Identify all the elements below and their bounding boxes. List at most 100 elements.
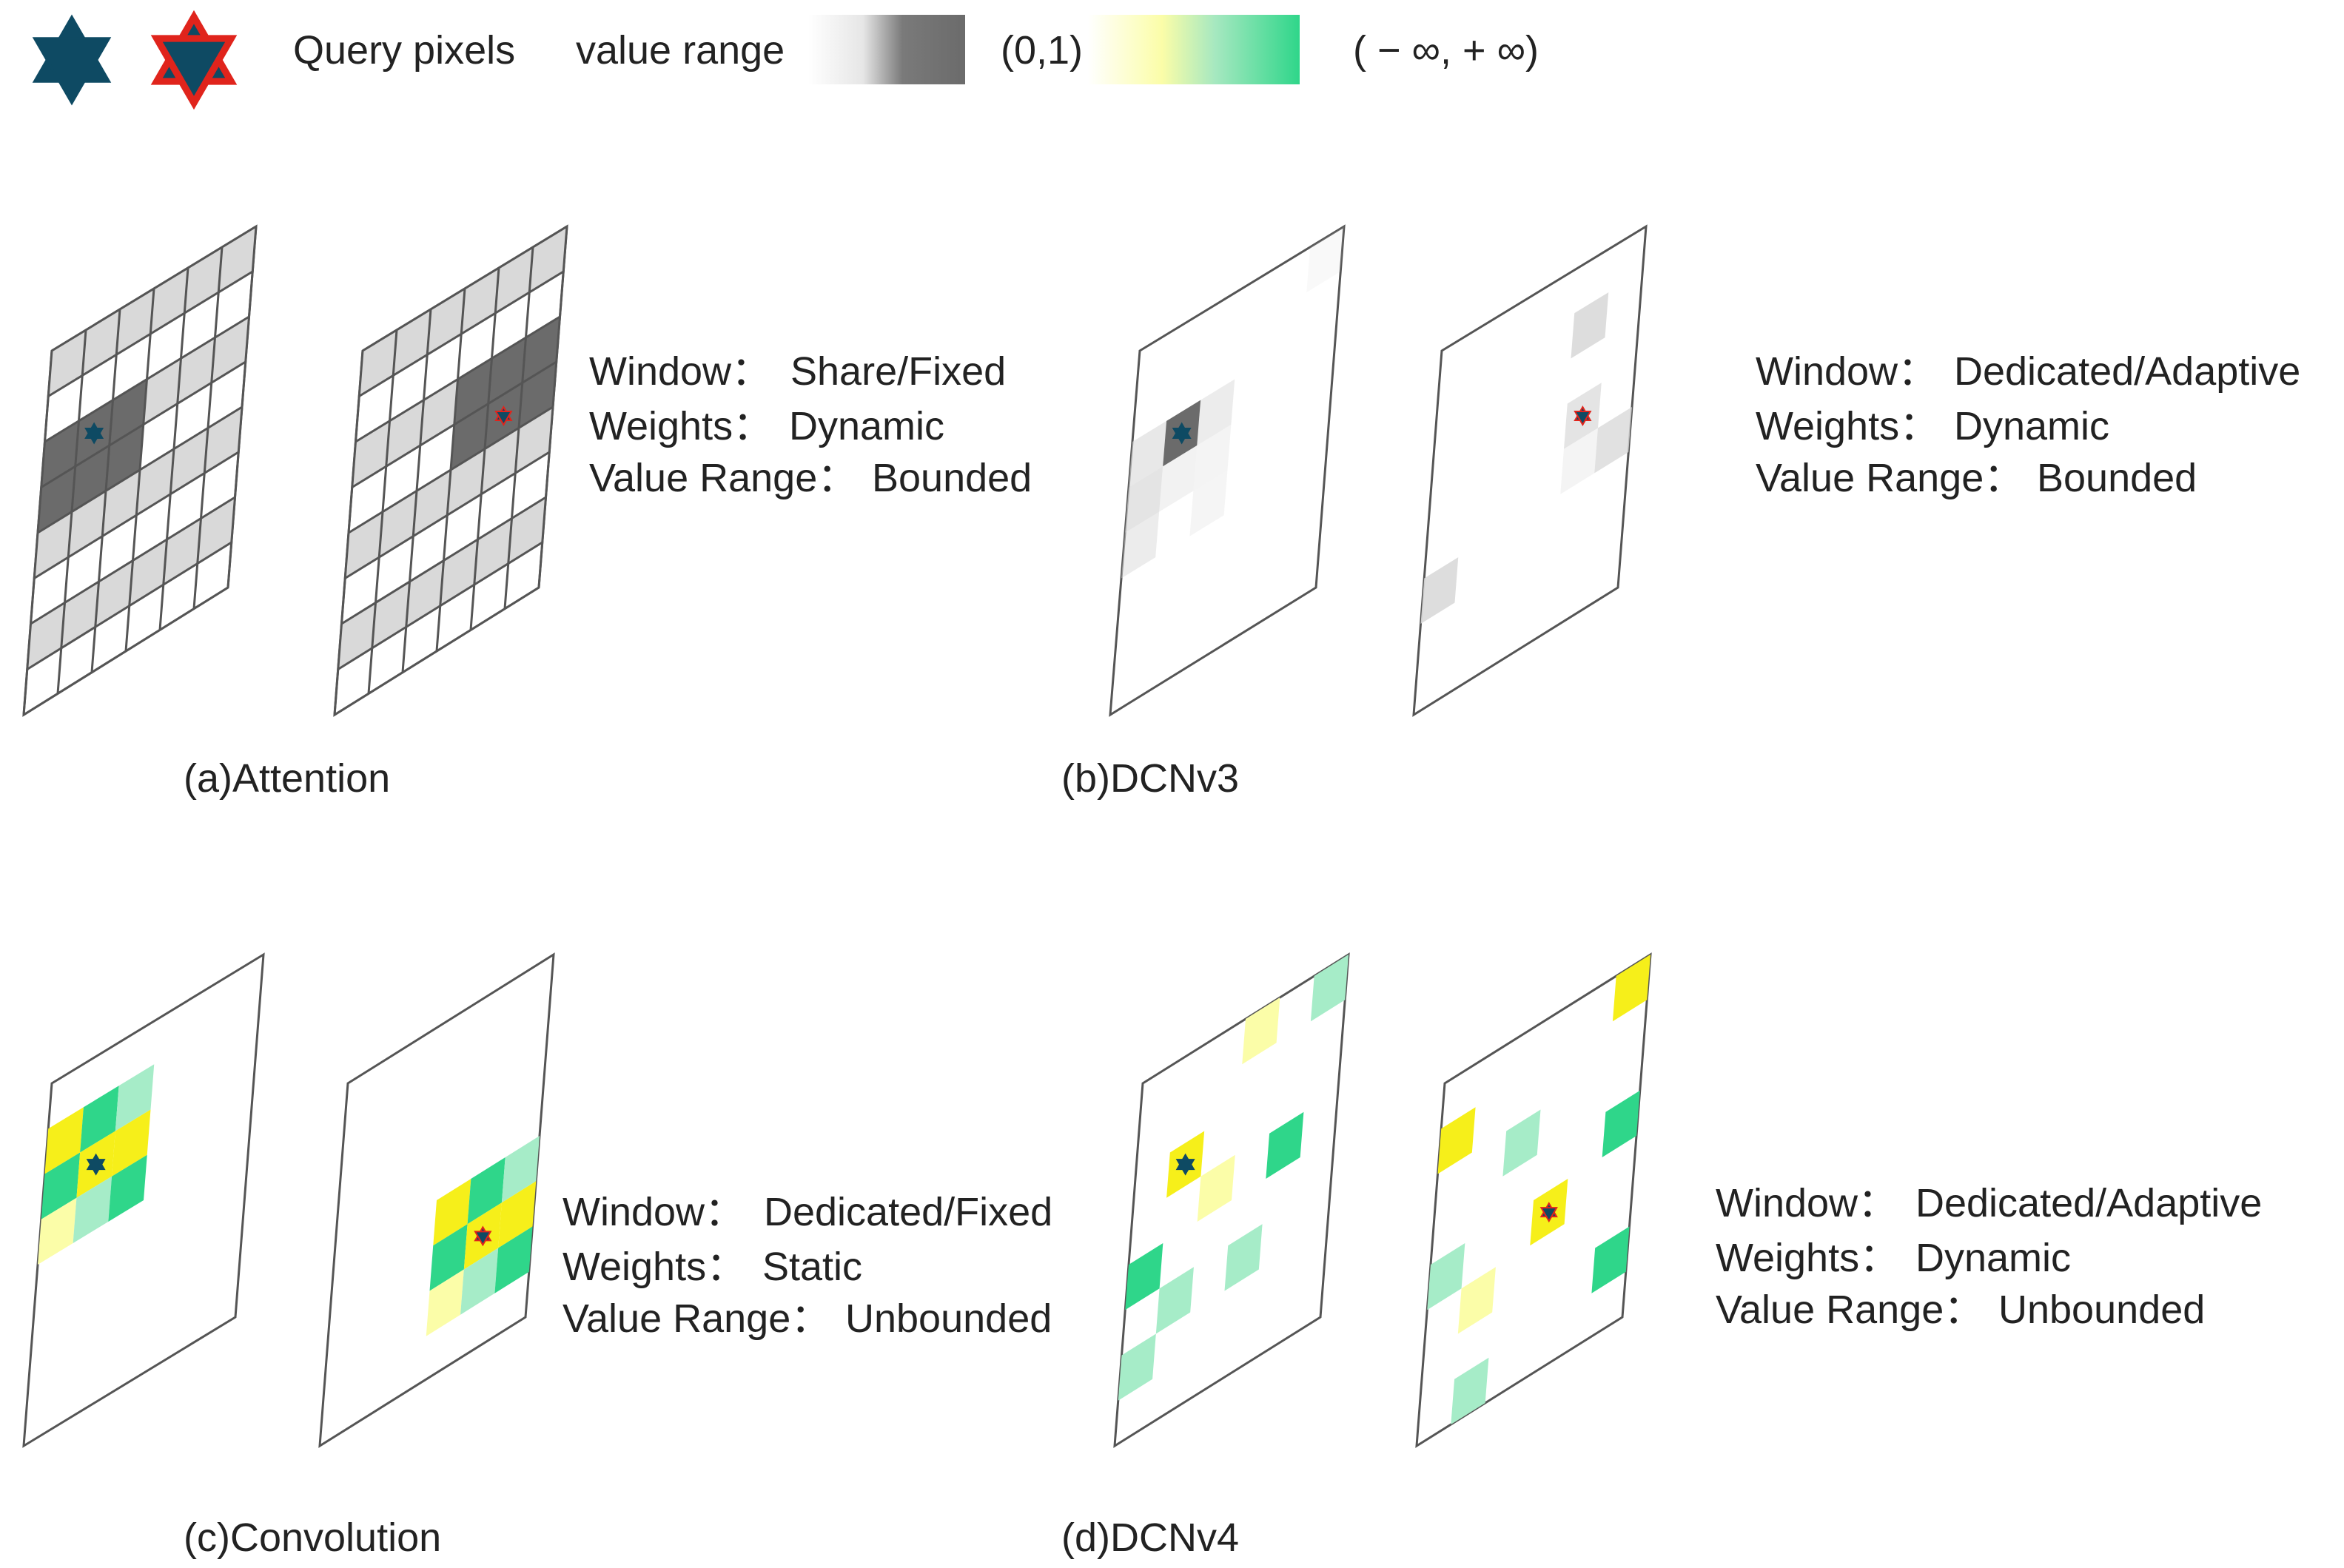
attention-map-2-cell-26 bbox=[522, 317, 560, 383]
convolution-query-2-triangle-down bbox=[474, 1231, 492, 1247]
attention-map-2-cell-13 bbox=[379, 491, 417, 558]
dcnv3-window-key: Window： bbox=[1756, 349, 1938, 394]
attention-map-1-cell-4 bbox=[184, 247, 222, 314]
dcnv4-query-1-triangle-down bbox=[1175, 1159, 1195, 1176]
convolution-map-1-cell-5 bbox=[112, 1109, 151, 1177]
dcnv4-map-1-cell-8 bbox=[1118, 1333, 1156, 1401]
bounded-gradient-swatch bbox=[808, 15, 965, 84]
attention-map-2-hline-8 bbox=[334, 586, 540, 716]
attention-map-2-cell-29 bbox=[519, 362, 557, 428]
attention-map-2-cell-4 bbox=[495, 247, 533, 314]
dcnv4-map-2-cell-4 bbox=[1427, 1243, 1465, 1310]
legend: Query pixels value range (0,1) ( − ∞, + … bbox=[32, 10, 1539, 110]
attention-map-1 bbox=[22, 224, 258, 717]
legend-range-inf: ( − ∞, + ∞) bbox=[1353, 28, 1539, 73]
dcnv4-map-1-cell-1 bbox=[1310, 955, 1349, 1022]
dcnv3-query-2-triangle-down bbox=[1574, 410, 1592, 426]
dcnv3-feature-maps bbox=[1109, 224, 1648, 717]
dcnv3-window-value: Dedicated/Adaptive bbox=[1954, 349, 2300, 394]
dcnv3-map-2 bbox=[1412, 224, 1648, 717]
convolution-weights-value: Static bbox=[762, 1245, 862, 1289]
attention-map-2-cell-12 bbox=[345, 511, 383, 579]
dcnv3-weights-value: Dynamic bbox=[1954, 404, 2109, 448]
attention-map-1-cell-29 bbox=[106, 424, 144, 491]
dcnv4-map-2-cell-8 bbox=[1451, 1357, 1489, 1424]
attention-map-1-hline-3 bbox=[40, 360, 246, 488]
dcnv3-map-1-border bbox=[1109, 224, 1346, 717]
attention-map-1-cell-19 bbox=[61, 582, 99, 648]
dcnv3-map-2-cell-2 bbox=[1594, 407, 1632, 474]
attention-map-2-hline-0 bbox=[362, 225, 568, 352]
convolution-map-1-cell-8 bbox=[108, 1154, 147, 1222]
attention-query-1 bbox=[84, 422, 104, 445]
attention-feature-maps bbox=[22, 224, 568, 717]
attention-map-1-cell-15 bbox=[136, 448, 174, 516]
attention-map-2-hline-5 bbox=[344, 451, 551, 579]
dcnv3-query-2 bbox=[1574, 405, 1592, 426]
dcnv4-map-1-cell-4 bbox=[1197, 1154, 1235, 1222]
attention-range-value: Bounded bbox=[872, 456, 1032, 500]
dcnv4-window-value: Dedicated/Adaptive bbox=[1915, 1181, 2262, 1225]
dcnv3-map-1-cell-6 bbox=[1121, 511, 1160, 579]
dcnv4-map-1-cell-7 bbox=[1224, 1224, 1263, 1291]
dcnv4-caption: (d)DCNv4 bbox=[1061, 1515, 1239, 1560]
convolution-map-2-cell-1 bbox=[467, 1157, 506, 1225]
attention-map-1-hline-2 bbox=[44, 315, 250, 443]
attention-map-1-cell-14 bbox=[102, 470, 140, 536]
dcnv3-query-1-triangle-down bbox=[1172, 427, 1192, 445]
dcnv3-map-1-cell-4 bbox=[1125, 466, 1163, 533]
dcnv4-map-2-cell-1 bbox=[1612, 955, 1650, 1022]
dcnv4-map-1-cell-0 bbox=[1242, 997, 1280, 1065]
convolution-map-1-cell-2 bbox=[115, 1064, 155, 1131]
dcnv3-range-value: Bounded bbox=[2037, 456, 2197, 500]
attention-map-2-hline-4 bbox=[348, 406, 554, 534]
dcnv3-map-1-cell-1 bbox=[1197, 379, 1235, 445]
attention-caption: (a)Attention bbox=[184, 756, 390, 801]
attention-map-1-cell-24 bbox=[41, 420, 79, 488]
legend-dark-star bbox=[32, 14, 112, 106]
attention-map-2 bbox=[333, 224, 568, 717]
attention-range-key: Value Range： bbox=[589, 456, 857, 500]
dcnv4-query-2 bbox=[1539, 1202, 1558, 1223]
convolution-caption: (c)Convolution bbox=[184, 1515, 441, 1560]
dcnv3-map-1-cell-8 bbox=[1306, 226, 1344, 293]
attention-map-1-cell-12 bbox=[34, 511, 72, 579]
attention-map-1-hline-8 bbox=[23, 586, 229, 716]
attention-map-1-cell-0 bbox=[48, 330, 86, 397]
attention-map-1-hline-6 bbox=[30, 496, 236, 625]
dcnv3-map-1-cell-3 bbox=[1159, 445, 1198, 512]
convolution-map-1-cell-1 bbox=[80, 1086, 119, 1153]
convolution-map-2 bbox=[318, 952, 555, 1448]
convolution-feature-maps bbox=[22, 952, 555, 1448]
attention-map-2-cell-17 bbox=[515, 407, 553, 474]
legend-red-star-triangle-down bbox=[150, 35, 238, 110]
unbounded-gradient-swatch bbox=[1088, 15, 1300, 84]
attention-map-1-cell-10 bbox=[177, 337, 215, 404]
attention-map-2-cell-25 bbox=[488, 337, 526, 404]
convolution-map-2-cell-7 bbox=[460, 1248, 499, 1315]
attention-map-2-cell-24 bbox=[454, 358, 492, 425]
convolution-query-1-triangle-down bbox=[86, 1159, 106, 1176]
convolution-map-2-cell-3 bbox=[429, 1224, 468, 1291]
attention-map-2-cell-18 bbox=[338, 602, 376, 670]
attention-map-2-cell-6 bbox=[352, 420, 390, 488]
convolution-range-key: Value Range： bbox=[563, 1296, 830, 1341]
attention-map-1-cell-5 bbox=[218, 226, 256, 293]
convolution-window-value: Dedicated/Fixed bbox=[764, 1190, 1052, 1234]
convolution-map-1-cell-0 bbox=[44, 1107, 84, 1174]
attention-map-2-hline-6 bbox=[340, 496, 547, 625]
attention-map-2-hline-2 bbox=[355, 315, 561, 443]
convolution-map-2-cell-0 bbox=[433, 1179, 471, 1246]
attention-map-2-cell-7 bbox=[386, 400, 424, 467]
attention-map-1-hline-7 bbox=[26, 541, 232, 670]
panel-convolution: Window： Dedicated/Fixed Weights： Static … bbox=[22, 952, 1052, 1560]
attention-map-1-cell-2 bbox=[116, 289, 154, 355]
dcnv4-map-2-cell-0 bbox=[1437, 1107, 1476, 1174]
attention-map-2-hline-3 bbox=[351, 360, 557, 488]
convolution-map-2-cell-6 bbox=[426, 1269, 464, 1336]
attention-map-2-cell-14 bbox=[413, 470, 451, 536]
attention-map-1-cell-27 bbox=[38, 466, 75, 533]
convolution-range-value: Unbounded bbox=[845, 1296, 1052, 1341]
dcnv3-map-1-cell-0 bbox=[1129, 420, 1167, 488]
attention-map-2-cell-5 bbox=[529, 226, 567, 293]
